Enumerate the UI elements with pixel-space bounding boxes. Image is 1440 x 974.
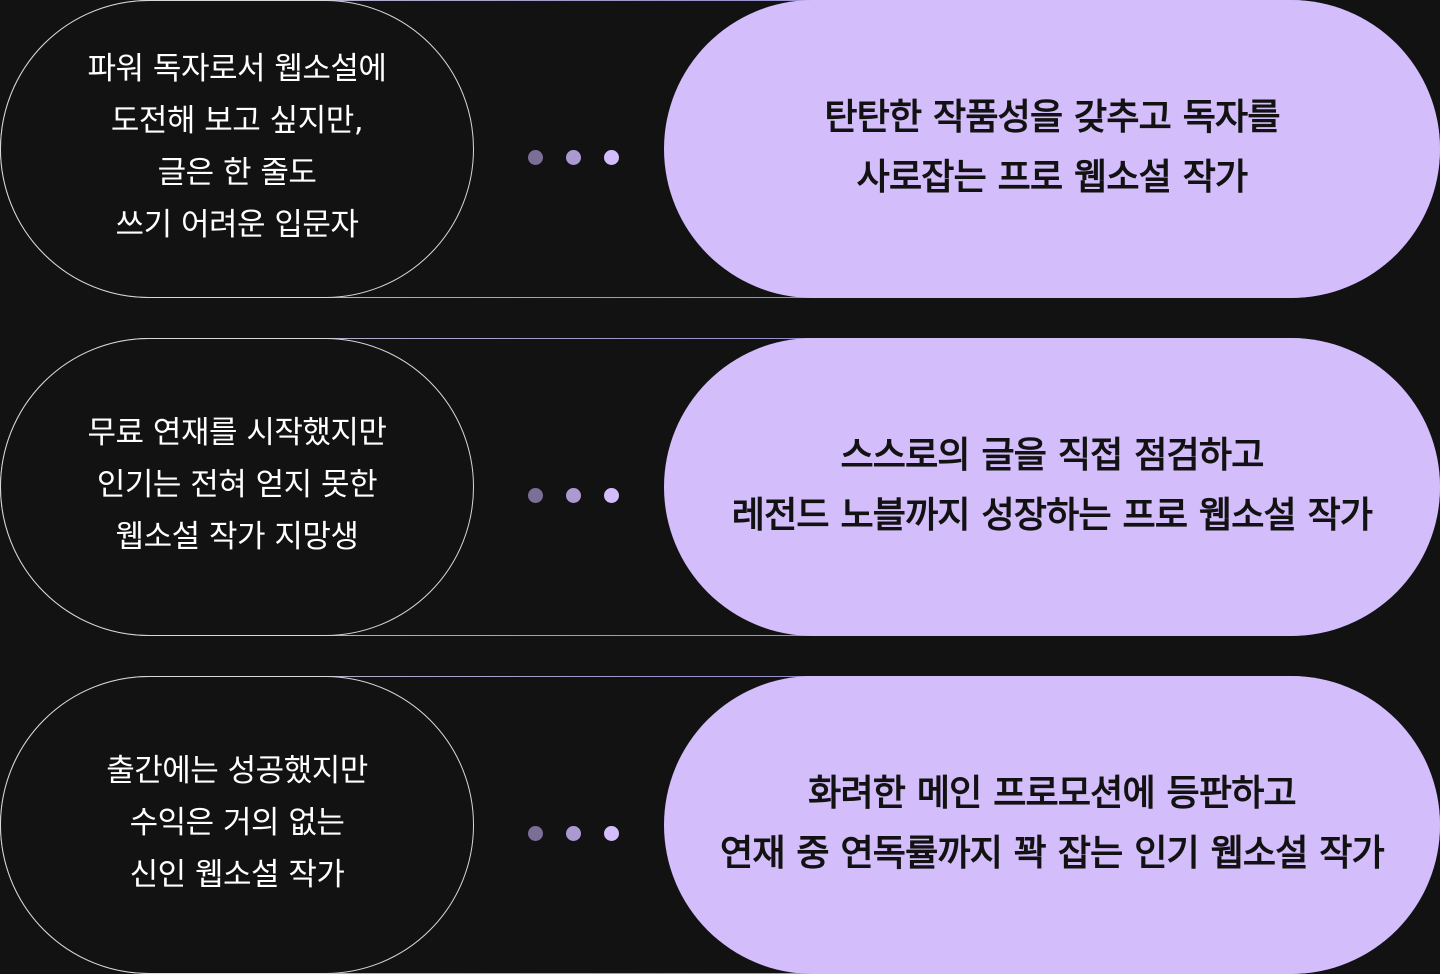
after-pill: 스스로의 글을 직접 점검하고 레전드 노블까지 성장하는 프로 웹소설 작가 bbox=[664, 338, 1440, 636]
dot-icon bbox=[528, 488, 543, 503]
before-text: 파워 독자로서 웹소설에 도전해 보고 싶지만, 글은 한 줄도 쓰기 어려운 … bbox=[87, 51, 387, 243]
after-pill: 탄탄한 작품성을 갖추고 독자를 사로잡는 프로 웹소설 작가 bbox=[664, 0, 1440, 298]
before-pill: 출간에는 성공했지만 수익은 거의 없는 신인 웹소설 작가 bbox=[0, 676, 474, 974]
progress-dots bbox=[528, 150, 619, 165]
before-pill: 무료 연재를 시작했지만 인기는 전혀 얻지 못한 웹소설 작가 지망생 bbox=[0, 338, 474, 636]
after-text: 탄탄한 작품성을 갖추고 독자를 사로잡는 프로 웹소설 작가 bbox=[824, 97, 1280, 198]
dot-icon bbox=[566, 826, 581, 841]
after-text: 스스로의 글을 직접 점검하고 레전드 노블까지 성장하는 프로 웹소설 작가 bbox=[731, 435, 1373, 536]
after-text: 화려한 메인 프로모션에 등판하고 연재 중 연독률까지 꽉 잡는 인기 웹소설… bbox=[720, 773, 1385, 874]
dot-icon bbox=[528, 150, 543, 165]
transformation-row-1: 파워 독자로서 웹소설에 도전해 보고 싶지만, 글은 한 줄도 쓰기 어려운 … bbox=[0, 0, 1440, 298]
dot-icon bbox=[566, 488, 581, 503]
dot-icon bbox=[604, 150, 619, 165]
transformation-row-3: 출간에는 성공했지만 수익은 거의 없는 신인 웹소설 작가 화려한 메인 프로… bbox=[0, 676, 1440, 974]
dot-icon bbox=[604, 488, 619, 503]
after-pill: 화려한 메인 프로모션에 등판하고 연재 중 연독률까지 꽉 잡는 인기 웹소설… bbox=[664, 676, 1440, 974]
before-pill: 파워 독자로서 웹소설에 도전해 보고 싶지만, 글은 한 줄도 쓰기 어려운 … bbox=[0, 0, 474, 298]
transformation-row-2: 무료 연재를 시작했지만 인기는 전혀 얻지 못한 웹소설 작가 지망생 스스로… bbox=[0, 338, 1440, 636]
progress-dots bbox=[528, 488, 619, 503]
before-text: 무료 연재를 시작했지만 인기는 전혀 얻지 못한 웹소설 작가 지망생 bbox=[87, 415, 387, 555]
dot-icon bbox=[528, 826, 543, 841]
before-text: 출간에는 성공했지만 수익은 거의 없는 신인 웹소설 작가 bbox=[106, 753, 368, 893]
dot-icon bbox=[604, 826, 619, 841]
progress-dots bbox=[528, 826, 619, 841]
dot-icon bbox=[566, 150, 581, 165]
